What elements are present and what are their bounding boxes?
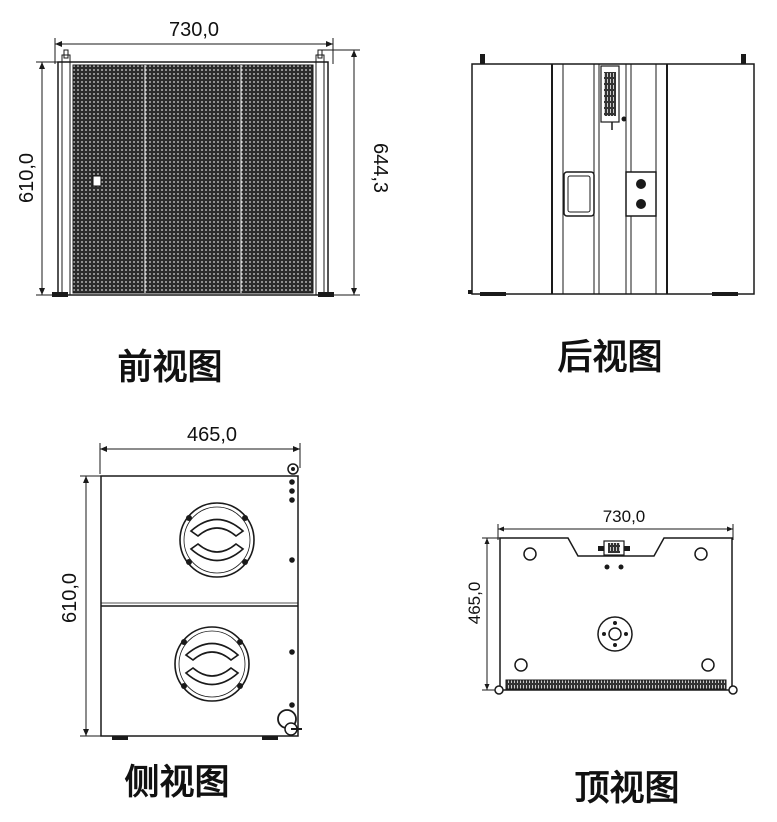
logo-badge-icon — [92, 175, 102, 187]
back-view: 后视图 — [468, 54, 755, 378]
top-view: 730,0 465,0 — [465, 507, 738, 809]
top-rigging-bracket-icon — [598, 540, 630, 556]
side-handle-upper-icon — [179, 502, 255, 578]
side-view-caption: 侧视图 — [124, 763, 229, 803]
front-width-label: 730,0 — [169, 19, 219, 41]
side-view: 465,0 610,0 — [59, 424, 302, 803]
top-depth-label: 465,0 — [465, 582, 484, 625]
pole-mount-icon — [597, 616, 633, 652]
handle-recess-icon — [563, 171, 595, 217]
front-overall-height-label: 644,3 — [369, 143, 391, 193]
top-width-label: 730,0 — [603, 507, 646, 526]
top-view-caption: 顶视图 — [574, 769, 679, 809]
connector-plate-icon — [625, 171, 657, 217]
front-grille — [72, 64, 314, 294]
top-grille-edge — [505, 679, 727, 690]
side-handle-lower-icon — [174, 626, 250, 702]
back-view-caption: 后视图 — [557, 338, 662, 378]
front-view: 730,0 610,0 644,3 前视图 — [16, 19, 391, 388]
side-height-label: 610,0 — [59, 573, 81, 623]
front-view-caption: 前视图 — [117, 348, 222, 388]
front-height-label: 610,0 — [16, 153, 38, 203]
side-width-label: 465,0 — [187, 424, 237, 446]
